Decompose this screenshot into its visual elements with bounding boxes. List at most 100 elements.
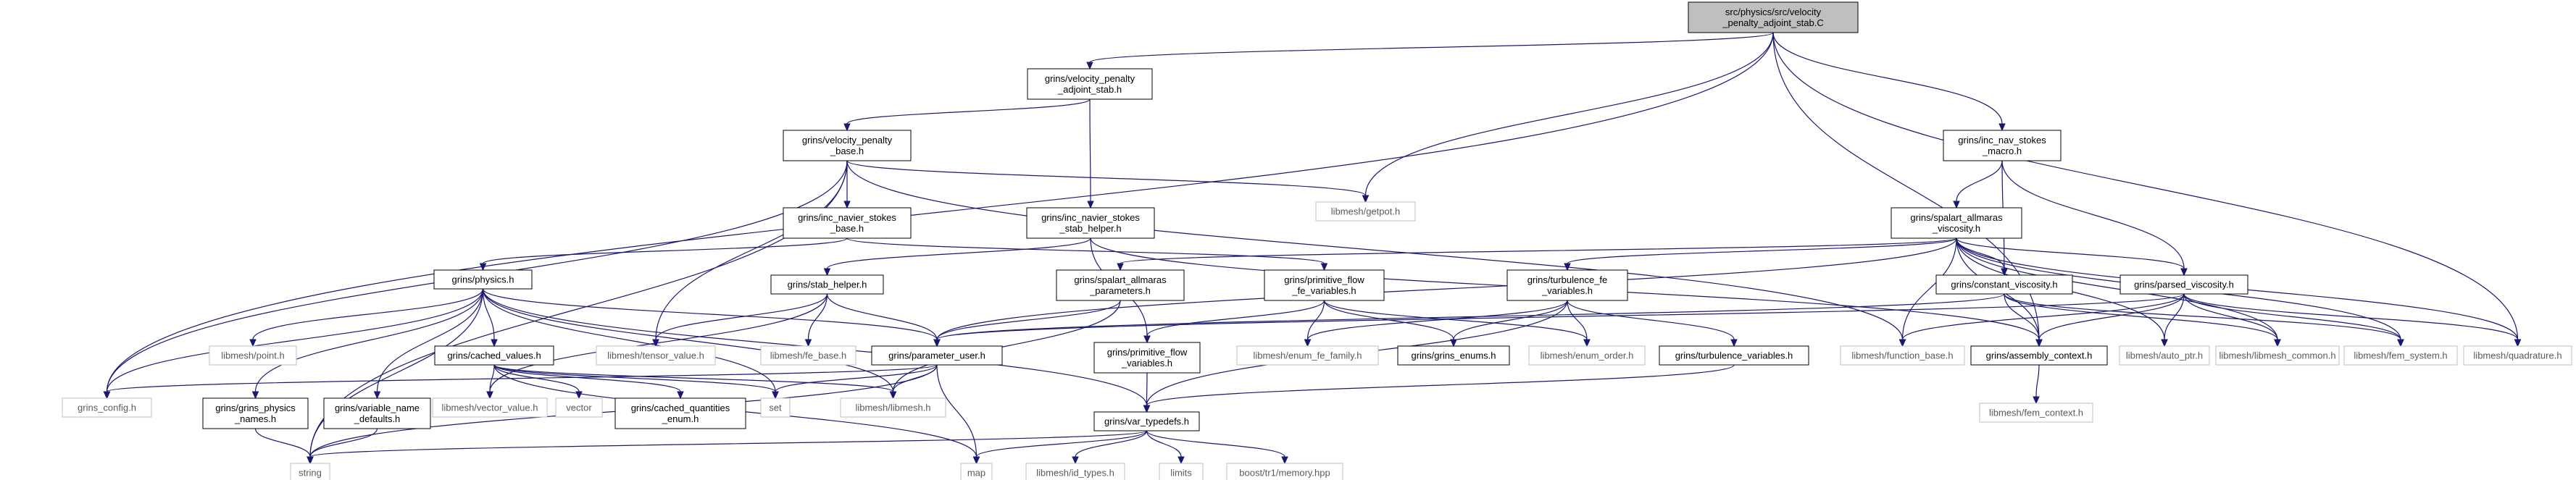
node-sa-params[interactable]: grins/spalart_allmaras_parameters.h (1056, 269, 1185, 301)
edge-stab-helper-to-fe-base (804, 293, 828, 348)
node-quadrature: libmesh/quadrature.h (2463, 345, 2572, 366)
node-label: _base.h (830, 223, 864, 234)
node-label: string (299, 468, 322, 479)
edge-sa-visc-to-turb-fe (1564, 237, 1957, 271)
node-cached-q-enum[interactable]: grins/cached_quantities_enum.h (614, 397, 746, 429)
edge-var-typedefs-to-id-types (1072, 430, 1148, 465)
node-label: grins/assembly_context.h (1986, 350, 2093, 361)
node-assembly-ctx[interactable]: grins/assembly_context.h (1970, 345, 2108, 366)
node-box (209, 345, 297, 366)
node-limits: limits (1159, 463, 1204, 480)
node-label: grins/physics.h (452, 274, 514, 285)
node-label: grins/primitive_flow (1107, 347, 1188, 358)
node-label: _parameters.h (1089, 285, 1151, 296)
node-var-typedefs[interactable]: grins/var_typedefs.h (1093, 411, 1200, 431)
node-box (960, 463, 993, 480)
node-label: grins/cached_values.h (447, 350, 541, 361)
node-const-visc[interactable]: grins/constant_viscosity.h (1935, 274, 2073, 295)
edge-physics-to-libmesh-h (482, 288, 897, 400)
node-label: libmesh/getpot.h (1331, 206, 1400, 217)
node-label: limits (1170, 468, 1192, 479)
node-fem-context: libmesh/fem_context.h (1979, 403, 2093, 423)
edge-stab-helper-to-param-user (826, 293, 941, 348)
node-prim-flow-fe[interactable]: grins/primitive_flow_fe_variables.h (1264, 269, 1385, 301)
node-function-base: libmesh/function_base.h (1840, 345, 1965, 366)
node-label: libmesh/auto_ptr.h (2126, 350, 2203, 361)
node-label: grins/parsed_viscosity.h (2134, 279, 2234, 290)
node-label: libmesh/function_base.h (1851, 350, 1953, 361)
edge-ins-macro-to-sa-visc (1953, 160, 2003, 209)
node-ins-stab-h[interactable]: grins/inc_navier_stokes_stab_helper.h (1026, 207, 1155, 239)
node-label: libmesh/fem_system.h (2354, 350, 2447, 361)
node-map: map (960, 463, 993, 480)
edge-root-to-ins-macro (1772, 32, 2006, 132)
edge-sa-visc-to-parsed-visc (1956, 237, 2188, 277)
node-label: grins/inc_navier_stokes (1041, 212, 1140, 223)
node-cached-values[interactable]: grins/cached_values.h (434, 345, 554, 366)
node-box (1943, 130, 2062, 161)
edge-var-typedefs-to-string (307, 430, 1148, 465)
node-box (1027, 68, 1153, 100)
node-label: grins/velocity_penalty (802, 135, 893, 146)
node-var-name-defaults[interactable]: grins/variable_name_defaults.h (323, 397, 431, 429)
node-box (1840, 345, 1965, 366)
node-label: _names.h (234, 413, 276, 424)
node-sa-visc[interactable]: grins/spalart_allmaras_viscosity.h (1891, 207, 2022, 239)
edge-ins-base-to-physics (479, 237, 848, 271)
node-box (1236, 345, 1379, 366)
edge-parsed-visc-to-function-base (1898, 293, 2185, 348)
node-label: libmesh/point.h (221, 350, 284, 361)
node-enum-fe-family: libmesh/enum_fe_family.h (1236, 345, 1379, 366)
node-grins-phys-names[interactable]: grins/grins_physics_names.h (202, 397, 309, 429)
node-label: grins/velocity_penalty (1045, 73, 1135, 84)
edge-ins-stab-h-to-stab-helper (823, 237, 1091, 277)
edge-vp-base-h-to-getpot (846, 160, 1370, 203)
edge-root-to-getpot (1362, 32, 1774, 203)
node-boost-mem: boost/tr1/memory.hpp (1226, 463, 1343, 480)
node-getpot: libmesh/getpot.h (1315, 201, 1416, 222)
node-label: grins/turbulence_fe (1527, 274, 1608, 285)
node-label: libmesh/libmesh_common.h (2219, 350, 2335, 361)
edge-const-visc-to-libmesh-common (2004, 293, 2281, 348)
node-turb-fe[interactable]: grins/turbulence_fe_variables.h (1506, 269, 1628, 301)
node-grins-enums[interactable]: grins/grins_enums.h (1397, 345, 1510, 366)
node-enum-order: libmesh/enum_order.h (1528, 345, 1646, 366)
node-box (770, 274, 884, 295)
node-box (1025, 463, 1125, 480)
edge-ins-macro-to-parsed-visc (2001, 160, 2188, 277)
node-box (783, 130, 912, 161)
node-vp-adj-h[interactable]: grins/velocity_penalty_adjoint_stab.h (1027, 68, 1153, 100)
edge-ins-base-to-prim-flow-fe (846, 237, 1328, 271)
node-box (1935, 274, 2073, 295)
node-box (1979, 403, 2093, 423)
node-label: src/physics/src/velocity (1725, 7, 1822, 17)
node-vp-base-h[interactable]: grins/velocity_penalty_base.h (783, 130, 912, 161)
node-label: grins/parameter_user.h (888, 350, 985, 361)
node-auto-ptr: libmesh/auto_ptr.h (2119, 345, 2210, 366)
node-box (1159, 463, 1204, 480)
node-root[interactable]: src/physics/src/velocity_penalty_adjoint… (1688, 1, 1859, 33)
edge-cached-values-to-vector (493, 364, 583, 400)
node-stab-helper[interactable]: grins/stab_helper.h (770, 274, 884, 295)
node-label: _variables.h (1121, 358, 1172, 369)
node-libmesh-common: libmesh/libmesh_common.h (2215, 345, 2340, 366)
edge-root-to-quadrature (1772, 32, 2522, 348)
edge-turb-fe-to-enum-fe-family (1304, 300, 1568, 348)
node-label: set (769, 403, 782, 413)
node-physics[interactable]: grins/physics.h (433, 269, 533, 290)
node-box (1528, 345, 1646, 366)
node-grins-config: grins_config.h (62, 397, 152, 418)
node-box (783, 207, 912, 239)
node-prim-flow-vars[interactable]: grins/primitive_flow_variables.h (1093, 342, 1201, 374)
node-turb-vars[interactable]: grins/turbulence_variables.h (1659, 345, 1809, 366)
node-parsed-visc[interactable]: grins/parsed_viscosity.h (2119, 274, 2248, 295)
node-ins-macro[interactable]: grins/inc_nav_stokes_macro.h (1943, 130, 2062, 161)
node-box (2215, 345, 2340, 366)
node-box (290, 463, 330, 480)
node-param-user[interactable]: grins/parameter_user.h (871, 345, 1003, 366)
edge-vp-adj-h-to-vp-base-h (843, 98, 1091, 132)
edge-turb-fe-to-enum-order (1567, 300, 1591, 348)
node-ins-base[interactable]: grins/inc_navier_stokes_base.h (783, 207, 912, 239)
edge-cached-values-to-set (493, 364, 779, 400)
node-box (1264, 269, 1385, 301)
